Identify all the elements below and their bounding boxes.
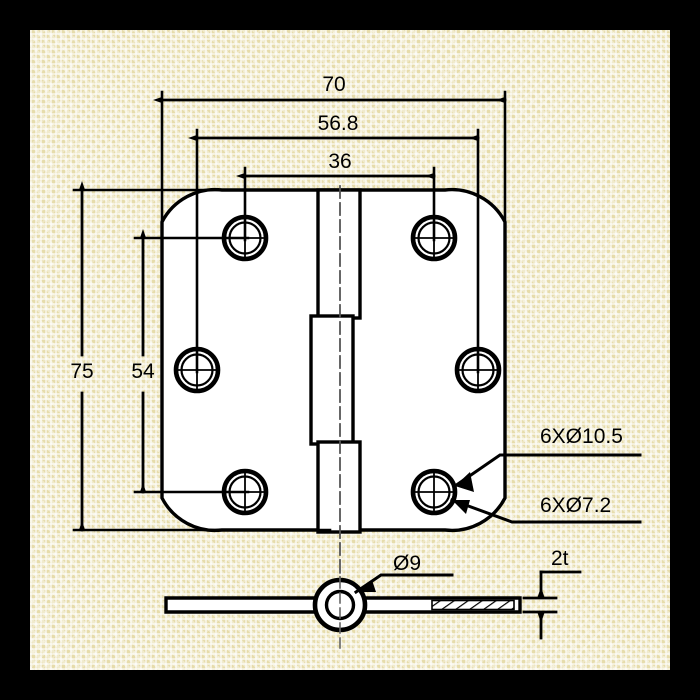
- drawing-paper-background: [30, 30, 670, 670]
